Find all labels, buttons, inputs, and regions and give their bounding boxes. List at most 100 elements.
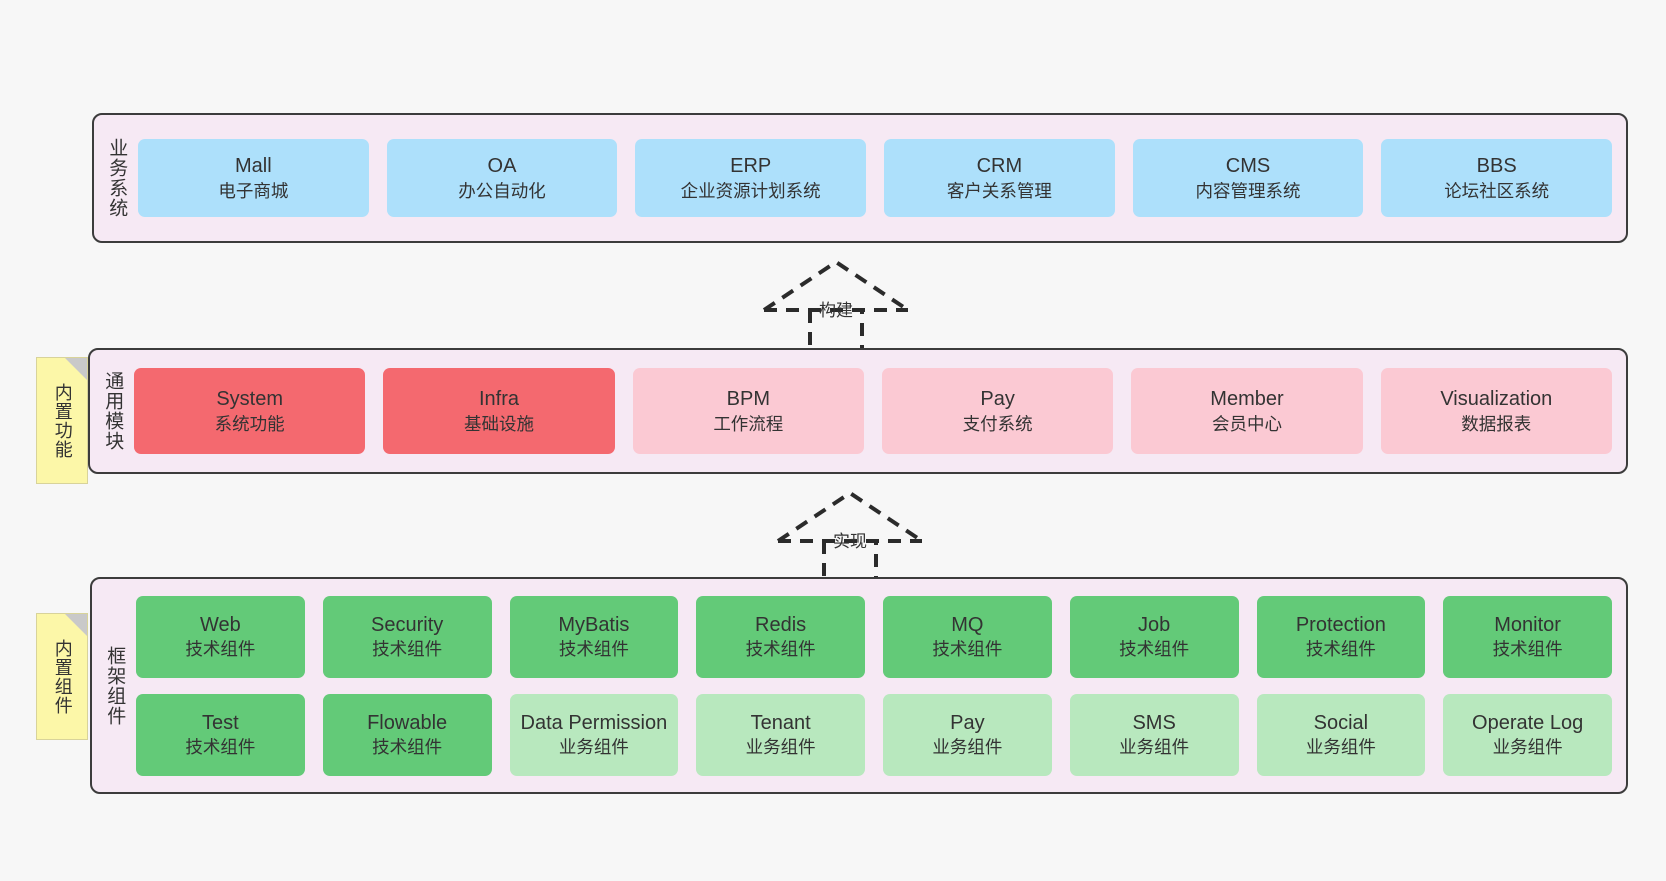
box-erp[interactable]: ERP 企业资源计划系统 — [635, 139, 867, 217]
box-subtitle: 技术组件 — [1119, 639, 1190, 660]
connector-build-label: 构建 — [819, 301, 853, 320]
box-subtitle: 系统功能 — [214, 413, 285, 434]
box-redis[interactable]: Redis 技术组件 — [696, 595, 865, 678]
box-title: ERP — [730, 155, 772, 177]
note-fold-corner-icon — [65, 358, 87, 380]
box-title: Data Permission — [520, 711, 668, 734]
box-subtitle: 内容管理系统 — [1195, 180, 1301, 201]
box-subtitle: 客户关系管理 — [946, 180, 1052, 201]
box-title: Security — [371, 613, 444, 636]
box-subtitle: 业务组件 — [1492, 737, 1563, 758]
box-subtitle: 基础设施 — [463, 413, 534, 434]
box-title: Mall — [235, 155, 272, 177]
box-crm[interactable]: CRM 客户关系管理 — [884, 139, 1115, 217]
box-subtitle: 数据报表 — [1461, 413, 1532, 434]
box-title: Monitor — [1494, 613, 1561, 636]
box-subtitle: 业务组件 — [1119, 737, 1190, 758]
box-test[interactable]: Test 技术组件 — [136, 693, 305, 776]
layer-title-business-systems: 业务系统 — [106, 138, 128, 218]
box-subtitle: 技术组件 — [558, 639, 629, 660]
box-subtitle: 企业资源计划系统 — [680, 180, 821, 201]
note-label: 内置功能 — [52, 382, 73, 459]
layer-body-common-modules: System 系统功能 Infra 基础设施 BPM 工作流程 Pay 支付系统… — [134, 350, 1626, 472]
box-data-permission[interactable]: Data Permission 业务组件 — [509, 693, 679, 776]
box-subtitle: 技术组件 — [932, 639, 1003, 660]
box-subtitle: 业务组件 — [1305, 737, 1376, 758]
box-subtitle: 业务组件 — [745, 737, 816, 758]
box-title: Protection — [1295, 613, 1386, 636]
box-subtitle: 业务组件 — [558, 737, 629, 758]
box-mq[interactable]: MQ 技术组件 — [883, 595, 1052, 678]
box-subtitle: 支付系统 — [962, 413, 1033, 434]
note-fold-corner-icon — [65, 614, 87, 636]
box-flowable[interactable]: Flowable 技术组件 — [322, 693, 492, 776]
box-member[interactable]: Member 会员中心 — [1131, 368, 1363, 454]
layer-body-framework-components: Web 技术组件 Security 技术组件 MyBatis 技术组件 Redi… — [136, 579, 1626, 792]
box-oa[interactable]: OA 办公自动化 — [386, 139, 618, 217]
box-tenant[interactable]: Tenant 业务组件 — [696, 693, 865, 776]
layer-title-framework-components: 框架组件 — [104, 645, 126, 726]
box-bpm[interactable]: BPM 工作流程 — [632, 368, 864, 454]
box-title: SMS — [1132, 711, 1176, 734]
box-sms[interactable]: SMS 业务组件 — [1069, 693, 1239, 776]
box-monitor[interactable]: Monitor 技术组件 — [1443, 595, 1612, 678]
box-row: Web 技术组件 Security 技术组件 MyBatis 技术组件 Redi… — [136, 595, 1612, 678]
box-title: Redis — [755, 613, 807, 636]
box-row: Mall 电子商城 OA 办公自动化 ERP 企业资源计划系统 CRM 客户关系… — [138, 139, 1613, 217]
box-infra[interactable]: Infra 基础设施 — [383, 368, 615, 454]
connector-implement-label: 实现 — [833, 532, 867, 551]
box-subtitle: 电子商城 — [218, 180, 289, 201]
box-title: Visualization — [1440, 388, 1553, 410]
layer-title-common-modules: 通用模块 — [102, 371, 124, 451]
box-subtitle: 业务组件 — [932, 737, 1003, 758]
layer-common-modules: 通用模块 System 系统功能 Infra 基础设施 BPM 工作流程 Pay… — [88, 348, 1628, 474]
box-title: Test — [202, 711, 239, 734]
box-subtitle: 技术组件 — [1492, 639, 1563, 660]
box-system[interactable]: System 系统功能 — [134, 368, 366, 454]
box-mall[interactable]: Mall 电子商城 — [138, 139, 369, 217]
box-visualization[interactable]: Visualization 数据报表 — [1380, 368, 1612, 454]
box-social[interactable]: Social 业务组件 — [1256, 693, 1426, 776]
box-title: Pay — [950, 711, 985, 734]
box-pay[interactable]: Pay 支付系统 — [881, 368, 1114, 454]
box-title: OA — [487, 155, 517, 177]
box-title: System — [216, 388, 283, 410]
box-subtitle: 技术组件 — [185, 639, 256, 660]
box-subtitle: 技术组件 — [1305, 639, 1376, 660]
box-job[interactable]: Job 技术组件 — [1069, 595, 1239, 678]
box-title: Member — [1210, 388, 1284, 410]
box-bbs[interactable]: BBS 论坛社区系统 — [1381, 139, 1613, 217]
box-protection[interactable]: Protection 技术组件 — [1256, 595, 1426, 678]
note-label: 内置组件 — [52, 638, 73, 715]
box-title: Pay — [980, 388, 1015, 410]
box-title: Web — [199, 613, 241, 636]
box-title: CMS — [1225, 155, 1271, 177]
box-security[interactable]: Security 技术组件 — [322, 595, 492, 678]
layer-body-business-systems: Mall 电子商城 OA 办公自动化 ERP 企业资源计划系统 CRM 客户关系… — [138, 115, 1626, 241]
note-builtin-components: 内置组件 — [36, 613, 88, 740]
box-subtitle: 技术组件 — [185, 737, 256, 758]
box-cms[interactable]: CMS 内容管理系统 — [1132, 139, 1364, 217]
layer-business-systems: 业务系统 Mall 电子商城 OA 办公自动化 ERP 企业资源计划系统 CRM… — [92, 113, 1628, 243]
box-title: BPM — [726, 388, 770, 410]
box-row: System 系统功能 Infra 基础设施 BPM 工作流程 Pay 支付系统… — [134, 368, 1612, 454]
box-title: Infra — [478, 388, 519, 410]
box-mybatis[interactable]: MyBatis 技术组件 — [509, 595, 679, 678]
box-subtitle: 技术组件 — [745, 639, 816, 660]
box-title: Tenant — [750, 711, 811, 734]
note-builtin-features: 内置功能 — [36, 357, 88, 484]
box-subtitle: 会员中心 — [1211, 413, 1282, 434]
box-title: Operate Log — [1472, 711, 1584, 734]
box-pay-business[interactable]: Pay 业务组件 — [883, 693, 1052, 776]
box-subtitle: 论坛社区系统 — [1444, 180, 1550, 201]
box-web[interactable]: Web 技术组件 — [136, 595, 305, 678]
box-operate-log[interactable]: Operate Log 业务组件 — [1443, 693, 1612, 776]
box-title: CRM — [976, 155, 1023, 177]
box-title: BBS — [1476, 155, 1517, 177]
box-row: Test 技术组件 Flowable 技术组件 Data Permission … — [136, 693, 1612, 776]
box-subtitle: 技术组件 — [372, 639, 443, 660]
box-title: MyBatis — [558, 613, 630, 636]
box-title: Flowable — [367, 711, 448, 734]
box-title: MQ — [951, 613, 984, 636]
